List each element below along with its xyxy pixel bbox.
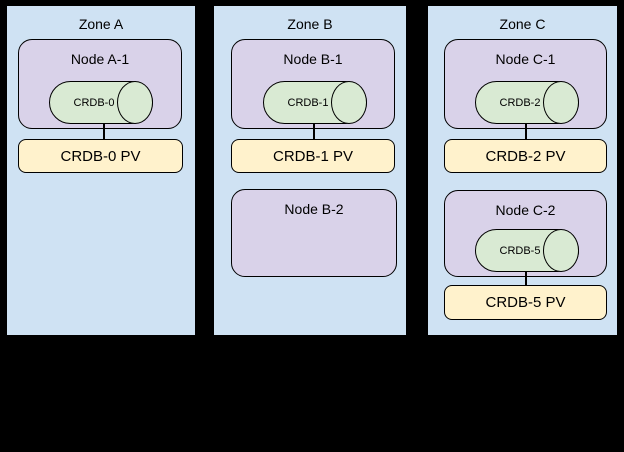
cylinder-end-ellipse — [331, 81, 367, 124]
zone-c-title: Zone C — [499, 16, 546, 32]
connector-crdb-1-to-pv — [313, 123, 315, 139]
pv-crdb-1: CRDB-1 PV — [231, 139, 395, 173]
node-b-2: Node B-2 — [231, 189, 397, 277]
pv-crdb-5: CRDB-5 PV — [444, 285, 607, 320]
cylinder-crdb-5: CRDB-5 — [475, 229, 579, 272]
cylinder-end-ellipse — [543, 229, 579, 272]
pv-crdb-2-label: CRDB-2 PV — [485, 147, 566, 165]
cylinder-crdb-1-label: CRDB-1 — [287, 96, 329, 109]
cylinder-crdb-2: CRDB-2 — [475, 81, 579, 124]
pv-crdb-0: CRDB-0 PV — [18, 139, 183, 173]
cylinder-end-ellipse — [117, 81, 153, 124]
zone-a: Zone A Node A-1 CRDB-0 CRDB-0 PV — [5, 4, 197, 337]
pv-crdb-5-label: CRDB-5 PV — [485, 294, 566, 311]
pv-crdb-1-label: CRDB-1 PV — [272, 147, 354, 165]
cylinder-crdb-1: CRDB-1 — [263, 81, 367, 124]
cylinder-crdb-0: CRDB-0 — [49, 81, 153, 124]
zone-b-title: Zone B — [287, 16, 333, 32]
cylinder-end-ellipse — [543, 81, 579, 124]
cylinder-crdb-0-label: CRDB-0 — [73, 96, 115, 109]
node-a-1: Node A-1 CRDB-0 — [18, 39, 182, 129]
node-c-1-title: Node C-1 — [495, 51, 556, 67]
connector-crdb-2-to-pv — [525, 123, 527, 139]
cylinder-crdb-2-label: CRDB-2 — [499, 96, 541, 109]
pv-crdb-2: CRDB-2 PV — [444, 139, 607, 173]
zone-b: Zone B Node B-1 CRDB-1 CRDB-1 PV Node B-… — [212, 4, 408, 337]
node-c-2: Node C-2 CRDB-5 — [444, 190, 607, 277]
cylinder-crdb-5-label: CRDB-5 — [499, 244, 541, 257]
pv-crdb-0-label: CRDB-0 PV — [60, 147, 141, 165]
zone-a-title: Zone A — [78, 16, 124, 32]
node-b-1-title: Node B-1 — [283, 51, 343, 67]
zone-c: Zone C Node C-1 CRDB-2 CRDB-2 PV Node C-… — [426, 4, 619, 337]
node-c-2-title: Node C-2 — [495, 202, 556, 218]
node-b-1: Node B-1 CRDB-1 — [231, 39, 395, 129]
connector-crdb-5-to-pv — [525, 271, 527, 285]
connector-crdb-0-to-pv — [103, 123, 105, 139]
node-a-1-title: Node A-1 — [70, 51, 130, 67]
node-b-2-title: Node B-2 — [284, 201, 344, 217]
node-c-1: Node C-1 CRDB-2 — [444, 39, 607, 129]
